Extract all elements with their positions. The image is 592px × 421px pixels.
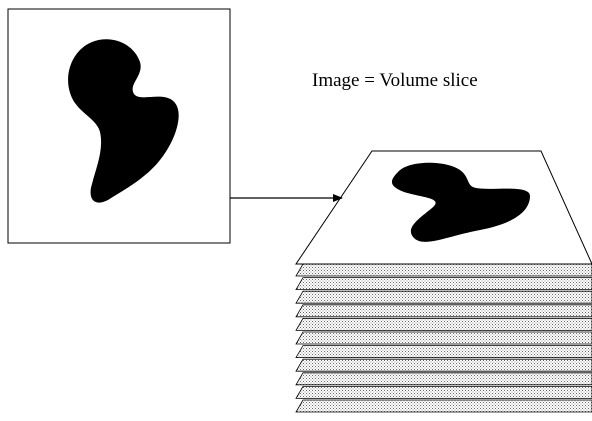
- stack-slice: [295, 345, 592, 359]
- stack-slice: [295, 399, 592, 413]
- stack-slice: [295, 277, 592, 291]
- slice-stack: [295, 263, 592, 413]
- stack-slice: [295, 358, 592, 372]
- stack-slice: [295, 304, 592, 318]
- top-slice: [295, 150, 592, 265]
- diagram-caption: Image = Volume slice: [312, 70, 478, 91]
- top-slice-blob: [391, 162, 530, 242]
- stack-slice: [295, 385, 592, 399]
- source-image-blob: [68, 39, 179, 203]
- stack-slice: [295, 290, 592, 304]
- stack-slice: [295, 331, 592, 345]
- stack-slice: [295, 317, 592, 331]
- source-image: [7, 8, 231, 244]
- stack-slice: [295, 263, 592, 277]
- stack-slice: [295, 372, 592, 386]
